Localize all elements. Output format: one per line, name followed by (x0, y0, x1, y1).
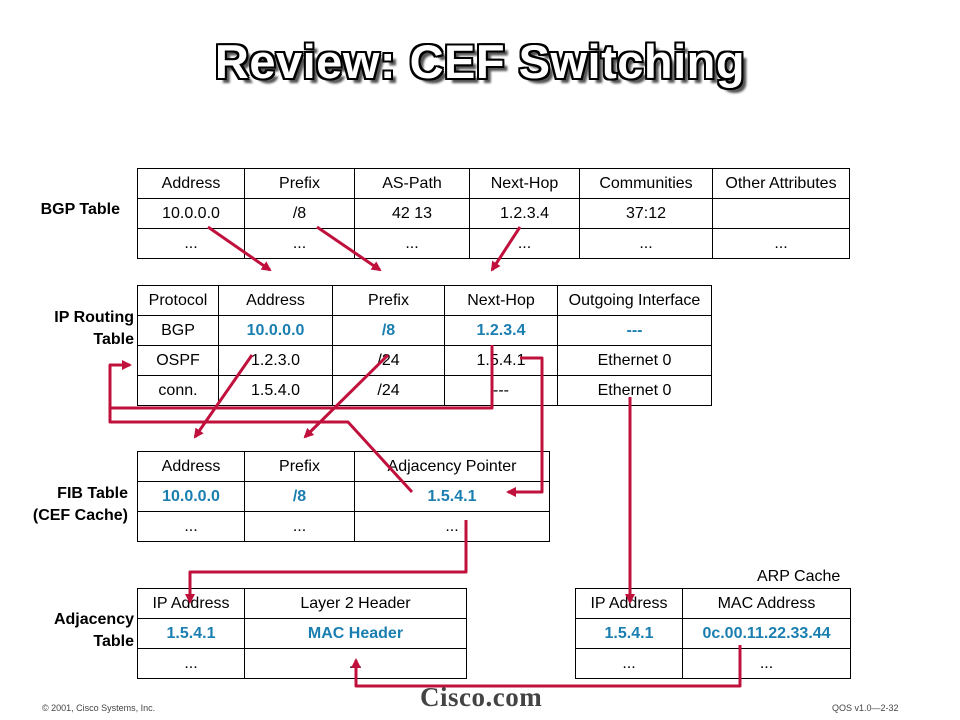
table-cell: ... (469, 228, 580, 259)
table-cell: Ethernet 0 (557, 345, 712, 376)
table-cell: 1.2.3.0 (218, 345, 333, 376)
table-cell: /24 (332, 375, 445, 406)
table-cell: /8 (332, 315, 445, 346)
table-cell: /24 (332, 345, 445, 376)
table-cell: ... (712, 228, 850, 259)
table-cell: 10.0.0.0 (137, 198, 245, 229)
table-cell: 10.0.0.0 (218, 315, 333, 346)
bgp-table: Address Prefix AS-Path Next-Hop Communit… (137, 168, 850, 259)
table-cell: 42 13 (354, 198, 470, 229)
table-cell: ... (244, 228, 355, 259)
table-cell: ... (137, 228, 245, 259)
column-header: MAC Address (682, 588, 851, 619)
table-row: OSPF 1.2.3.0 /24 1.5.4.1 Ethernet 0 (137, 345, 712, 376)
table-cell: ... (579, 228, 713, 259)
arp-cache-table: IP Address MAC Address 1.5.4.1 0c.00.11.… (575, 588, 851, 679)
footer-copyright: © 2001, Cisco Systems, Inc. (42, 703, 156, 713)
fib-table-label: FIB Table (CEF Cache) (10, 483, 128, 527)
table-cell: --- (444, 375, 558, 406)
adjacency-label-line1: Adjacency (53, 611, 134, 628)
column-header: Next-Hop (444, 285, 558, 316)
table-cell: /8 (244, 481, 355, 512)
column-header: Adjacency Pointer (354, 451, 550, 482)
table-cell: ... (244, 648, 467, 679)
table-cell: ... (137, 648, 245, 679)
column-header: Address (137, 451, 245, 482)
table-header-row: Address Prefix Adjacency Pointer (137, 451, 550, 482)
table-cell: 1.5.4.0 (218, 375, 333, 406)
table-cell: 1.2.3.4 (444, 315, 558, 346)
column-header: AS-Path (354, 168, 470, 199)
table-cell: 10.0.0.0 (137, 481, 245, 512)
table-cell: Ethernet 0 (557, 375, 712, 406)
table-row: conn. 1.5.4.0 /24 --- Ethernet 0 (137, 375, 712, 406)
table-cell: 0c.00.11.22.33.44 (682, 618, 851, 649)
column-header: Prefix (244, 168, 355, 199)
table-cell: ... (682, 648, 851, 679)
ip-routing-label-line2: Table (93, 331, 134, 348)
column-header: Protocol (137, 285, 219, 316)
column-header: Communities (579, 168, 713, 199)
table-cell: ... (354, 228, 470, 259)
table-header-row: Protocol Address Prefix Next-Hop Outgoin… (137, 285, 712, 316)
footer-brand-logo: Cisco.com (420, 682, 543, 712)
table-cell: ... (575, 648, 683, 679)
ip-routing-table: Protocol Address Prefix Next-Hop Outgoin… (137, 285, 712, 406)
bgp-table-label: BGP Table (40, 201, 120, 218)
table-row: ... ... ... ... ... ... (137, 228, 850, 259)
column-header: Address (137, 168, 245, 199)
table-row: ... ... (137, 648, 467, 679)
table-cell: ... (244, 511, 355, 542)
table-header-row: IP Address MAC Address (575, 588, 851, 619)
table-cell: 1.5.4.1 (354, 481, 550, 512)
adjacency-table-label: Adjacency Table (10, 609, 134, 653)
table-cell: 1.5.4.1 (575, 618, 683, 649)
column-header: Address (218, 285, 333, 316)
table-cell: OSPF (137, 345, 219, 376)
table-row: ... ... (575, 648, 851, 679)
table-row: 1.5.4.1 0c.00.11.22.33.44 (575, 618, 851, 649)
column-header: Layer 2 Header (244, 588, 467, 619)
fib-table: Address Prefix Adjacency Pointer 10.0.0.… (137, 451, 550, 542)
table-cell: /8 (244, 198, 355, 229)
slide-title: Review: CEF Switching (214, 35, 746, 88)
arp-cache-label: ARP Cache (757, 568, 841, 585)
column-header: Prefix (244, 451, 355, 482)
table-cell: conn. (137, 375, 219, 406)
column-header: Other Attributes (712, 168, 850, 199)
table-header-row: IP Address Layer 2 Header (137, 588, 467, 619)
table-cell: MAC Header (244, 618, 467, 649)
adjacency-label-line2: Table (93, 633, 134, 650)
table-row: 10.0.0.0 /8 42 13 1.2.3.4 37:12 (137, 198, 850, 229)
table-cell: 1.5.4.1 (137, 618, 245, 649)
table-cell: 1.2.3.4 (469, 198, 580, 229)
column-header: IP Address (575, 588, 683, 619)
ip-routing-label-line1: IP Routing (54, 309, 134, 326)
table-cell: BGP (137, 315, 219, 346)
column-header: IP Address (137, 588, 245, 619)
table-row: ... ... ... (137, 511, 550, 542)
table-row: BGP 10.0.0.0 /8 1.2.3.4 --- (137, 315, 712, 346)
ip-routing-table-label: IP Routing Table (10, 307, 134, 351)
table-row: 10.0.0.0 /8 1.5.4.1 (137, 481, 550, 512)
table-row: 1.5.4.1 MAC Header (137, 618, 467, 649)
fib-label-line1: FIB Table (57, 485, 128, 502)
adjacency-table: IP Address Layer 2 Header 1.5.4.1 MAC He… (137, 588, 467, 679)
table-cell: ... (137, 511, 245, 542)
table-cell: 1.5.4.1 (444, 345, 558, 376)
column-header: Next-Hop (469, 168, 580, 199)
column-header: Outgoing Interface (557, 285, 712, 316)
fib-label-line2: (CEF Cache) (32, 507, 128, 524)
table-cell: --- (557, 315, 712, 346)
table-cell: 37:12 (579, 198, 713, 229)
column-header: Prefix (332, 285, 445, 316)
table-cell: ... (354, 511, 550, 542)
footer-course-code: QOS v1.0—2-32 (832, 703, 899, 713)
table-cell (712, 198, 850, 229)
table-header-row: Address Prefix AS-Path Next-Hop Communit… (137, 168, 850, 199)
